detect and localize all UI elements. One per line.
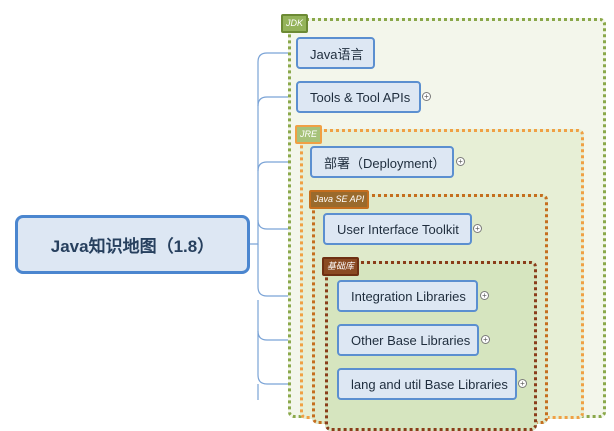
node-lang-util-libraries[interactable]: lang and util Base Libraries: [337, 368, 517, 400]
node-label: Tools & Tool APIs: [310, 89, 411, 105]
node-ui-toolkit[interactable]: User Interface Toolkit: [323, 213, 472, 245]
root-node[interactable]: Java知识地图（1.8）: [15, 215, 250, 274]
node-other-base-libraries[interactable]: Other Base Libraries: [337, 324, 479, 356]
connector-lines: [250, 52, 337, 400]
node-deployment[interactable]: 部署（Deployment）: [310, 146, 454, 178]
base-library-tag: 基础库: [322, 257, 360, 276]
jdk-tag: JDK: [281, 14, 309, 33]
node-tools[interactable]: Tools & Tool APIs: [296, 81, 421, 113]
connector-integration: [257, 244, 337, 297]
node-label: User Interface Toolkit: [337, 221, 459, 237]
java-se-api-tag: Java SE API: [309, 190, 370, 209]
node-label: 部署（Deployment）: [324, 155, 446, 171]
expand-ui-toolkit-icon[interactable]: +: [473, 224, 482, 233]
connector-deploy: [257, 161, 310, 172]
expand-lang-util-icon[interactable]: +: [518, 379, 527, 388]
node-label: Java语言: [310, 46, 364, 62]
node-label: lang and util Base Libraries: [351, 376, 508, 392]
expand-tools-icon[interactable]: +: [422, 92, 431, 101]
expand-integration-icon[interactable]: +: [480, 291, 489, 300]
root-label: Java知识地图（1.8）: [50, 237, 215, 256]
jre-tag: JRE: [295, 125, 323, 144]
expand-other-base-icon[interactable]: +: [481, 335, 490, 344]
node-java-language[interactable]: Java语言: [296, 37, 375, 69]
connector-ui: [257, 219, 323, 230]
connector-trunk: [250, 52, 296, 245]
expand-deployment-icon[interactable]: +: [456, 157, 465, 166]
node-label: Other Base Libraries: [351, 332, 471, 348]
node-label: Integration Libraries: [351, 288, 466, 304]
connector-tools: [257, 96, 296, 107]
node-integration-libraries[interactable]: Integration Libraries: [337, 280, 478, 312]
connector-lang: [257, 300, 337, 385]
